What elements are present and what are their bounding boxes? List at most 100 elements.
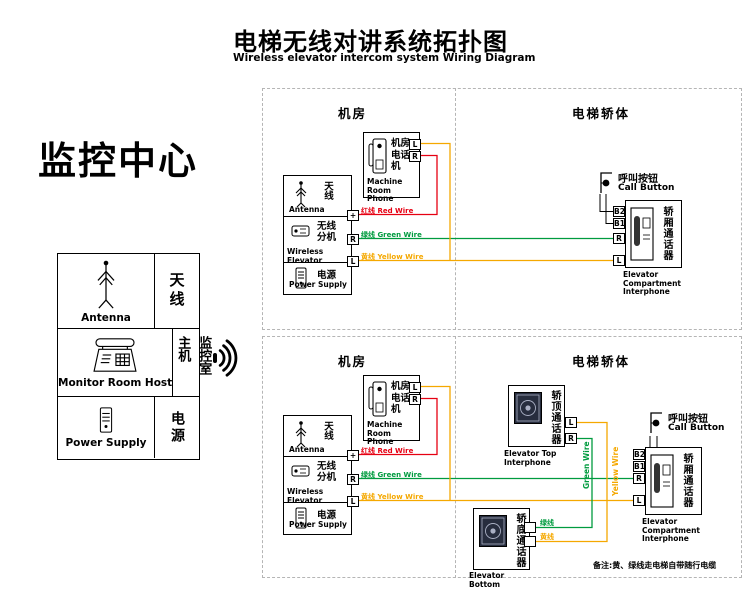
wireless-signal-icon (213, 339, 238, 377)
antenna-icon (295, 181, 307, 208)
elevator-bottom-interphone: 轿底通话器 (473, 508, 530, 570)
zone-label-machine-room-bottom: 机房 (338, 354, 368, 369)
monitor-host-label-zh-col1: 主机 (175, 336, 191, 362)
machine-phone-terminal-l: L (409, 382, 421, 393)
compartment-terminal-l: L (613, 255, 625, 266)
machine-phone-label-zh: 机房电话机 (391, 381, 411, 415)
green-wire-label-zh: 绿线 (361, 471, 375, 479)
top-zone-border (262, 88, 742, 330)
machine-phone-label-en: Machine Room Phone (367, 177, 403, 203)
wireless-antenna-label-zh: 天线 (322, 421, 333, 440)
machine-room-phone-top: 机房电话机 Machine Room Phone L R (363, 132, 421, 203)
compartment-terminal-r: R (613, 233, 625, 244)
yellow-stub-label: 黄线 (540, 533, 554, 541)
compartment-terminal-b2: B2 (613, 206, 625, 217)
green-wire-label-en: Green Wire (377, 471, 422, 479)
red-wire-label-top: 红线 Red Wire (361, 206, 413, 216)
power-icon (295, 507, 307, 529)
call-button-label-en: Call Button (618, 183, 675, 193)
wireless-antenna-label-zh: 天线 (322, 181, 333, 200)
top-interphone-terminal-r: R (565, 433, 577, 444)
machine-phone-terminal-r: R (409, 394, 421, 405)
power-icon (295, 267, 307, 289)
monitor-antenna-row: Antenna 天线 (58, 254, 199, 328)
wireless-elevator-box-top: 天线 Antenna 无线分机 Wireless Elevator 电源 (283, 175, 359, 295)
elevator-bottom-interphone-label-zh: 轿底通话器 (514, 513, 525, 568)
call-button-wire-top-2 (605, 194, 613, 224)
red-wire-top (358, 154, 438, 216)
compartment-terminal-l: L (633, 495, 645, 506)
red-wire-label-zh: 红线 (361, 207, 375, 215)
wireless-extension-label-zh: 无线分机 (317, 461, 337, 483)
wireless-extension-icon (291, 465, 310, 477)
monitor-power-label-en: Power Supply (65, 437, 147, 449)
wireless-power-label-en: Power Supply (289, 280, 347, 289)
wireless-antenna-label-en: Antenna (289, 445, 325, 454)
compartment-terminal-b1: B1 (613, 218, 625, 229)
wireless-antenna-label-en: Antenna (289, 205, 325, 214)
wall-phone-icon (368, 138, 387, 174)
red-wire-label-en: Red Wire (377, 447, 414, 455)
zone-label-machine-room-top: 机房 (338, 106, 368, 121)
green-wire-label-en: Green Wire (377, 231, 422, 239)
red-wire-label-zh: 红线 (361, 447, 375, 455)
yellow-wire-label-bottom: 黄线 Yellow Wire (361, 492, 423, 502)
green-wire-label-zh: 绿线 (361, 231, 375, 239)
yellow-wire-label-zh: 黄线 (361, 493, 375, 501)
page-title: 电梯无线对讲系统拓扑图 (233, 28, 508, 56)
monitor-host-label-en: Monitor Room Host (58, 377, 173, 389)
wireless-terminal-r: R (347, 234, 359, 245)
desk-phone-icon (93, 338, 137, 372)
yellow-wire-label-top: 黄线 Yellow Wire (361, 252, 423, 262)
call-button-bottom: 呼叫按钮 Call Button (646, 408, 732, 438)
green-stub-label: 绿线 (540, 519, 554, 527)
compartment-interphone-label-en-bottom: Elevator Compartment Interphone (642, 517, 701, 543)
machine-phone-terminal-r: R (409, 151, 421, 162)
top-zone-divider (455, 88, 456, 330)
monitor-power-label-zh: 电源 (154, 397, 199, 458)
wireless-terminal-l: L (347, 256, 359, 267)
wireless-power-label-zh: 电源 (317, 270, 337, 281)
elevator-top-interphone: 轿顶通话器 (508, 385, 565, 447)
speaker-icon (479, 515, 507, 547)
monitor-antenna-label-zh: 天线 (154, 254, 199, 328)
monitor-host-label-zh-col2: 监控室 (196, 336, 212, 375)
wireless-extension-icon (291, 225, 310, 237)
machine-phone-label-zh: 机房电话机 (391, 138, 411, 172)
monitor-antenna-label-en: Antenna (81, 311, 131, 324)
green-riser-wire (536, 437, 593, 529)
wireless-terminal-l: L (347, 496, 359, 507)
compartment-interphone-bottom: 轿厢通话器 (645, 447, 702, 515)
machine-phone-label-en: Machine Room Phone (367, 420, 403, 446)
green-wire-label-bottom: 绿线 Green Wire (361, 470, 422, 480)
wireless-extension-label-zh: 无线分机 (317, 221, 337, 243)
call-button-wire-top-1 (599, 194, 613, 212)
wireless-terminal-plus: + (347, 450, 359, 461)
bottom-zone-border (262, 336, 742, 578)
compartment-interphone-label-en-top: Elevator Compartment Interphone (623, 270, 682, 296)
call-button-top: 呼叫按钮 Call Button (596, 168, 682, 198)
antenna-icon (295, 421, 307, 448)
bottom-interphone-terminal-1 (524, 522, 536, 533)
zone-label-elevator-body-bottom: 电梯轿体 (572, 354, 631, 369)
yellow-branch-top (420, 142, 451, 261)
interphone-icon (630, 207, 654, 261)
machine-phone-terminal-l: L (409, 139, 421, 150)
compartment-terminal-r: R (633, 473, 645, 484)
yellow-wire-label-en: Yellow Wire (377, 493, 424, 501)
call-button-label-zh: 呼叫按钮 (668, 414, 708, 425)
compartment-interphone-label-zh: 轿厢通话器 (661, 206, 672, 261)
page-subtitle: Wireless elevator intercom system Wiring… (233, 52, 536, 64)
elevator-bottom-interphone-label-en: Elevator Bottom Interphone (469, 571, 516, 589)
monitor-center-heading: 监控中心 (38, 139, 199, 183)
green-wire-label-top: 绿线 Green Wire (361, 230, 422, 240)
monitor-power-row: Power Supply 电源 (58, 396, 199, 458)
wireless-extension-label-en: Wireless Elevator (287, 247, 324, 265)
bottom-zone-divider (455, 336, 456, 578)
wireless-elevator-box-bottom: 天线 Antenna 无线分机 Wireless Elevator 电源 (283, 415, 359, 535)
yellow-wire-label-en: Yellow Wire (377, 253, 424, 261)
red-wire-label-bottom: 红线 Red Wire (361, 446, 413, 456)
power-supply-icon (99, 407, 113, 433)
